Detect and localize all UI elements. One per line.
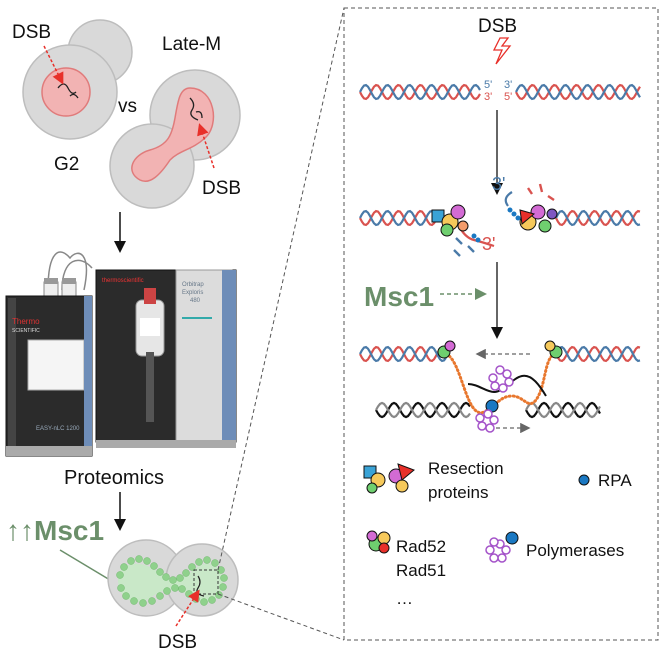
legend-rpa-icon — [578, 474, 590, 486]
legend-resection-line2: proteins — [428, 483, 488, 502]
msc1-dots — [116, 555, 228, 607]
polymerase-complex-top — [488, 365, 514, 393]
legend-rad52: Rad52 — [396, 537, 446, 556]
up-msc1-label: ↑↑Msc1 — [6, 515, 104, 546]
g2-cell — [22, 19, 133, 140]
late-m-chromatin — [189, 97, 203, 121]
legend-resection-icon — [363, 463, 415, 494]
lc-instrument — [5, 251, 93, 457]
zoom-box — [193, 569, 219, 595]
g2-nucleus — [41, 67, 91, 117]
end-label-right-bottom: 5' — [504, 91, 512, 103]
legend-ellipsis: … — [396, 589, 413, 608]
ms-brand: thermoscientific — [102, 278, 144, 284]
late-m-dsb-arrow — [197, 123, 215, 169]
legend-rad51: Rad51 — [396, 561, 446, 580]
ms-model-line3: 480 — [190, 298, 201, 304]
resection-complex-right — [519, 204, 558, 233]
lc-model: EASY-nLC 1200 — [36, 426, 80, 432]
rad51-complex-right — [544, 340, 563, 359]
polymerase-complex-bottom — [475, 399, 499, 433]
proteomics-label: Proteomics — [64, 467, 164, 489]
dna-invasion — [359, 345, 641, 419]
vs-label: vs — [118, 96, 137, 117]
lc-brand-sub: SCIENTIFIC — [12, 328, 40, 334]
end-label-left-bottom: 3' — [484, 91, 492, 103]
end-label-right-top: 3' — [504, 79, 512, 91]
g2-label: G2 — [54, 154, 79, 175]
top-dsb-label: DSB — [478, 16, 517, 37]
end-label-left-top: 5' — [484, 79, 492, 91]
legend-rpa: RPA — [598, 471, 632, 490]
legend-rad-icon — [366, 530, 391, 554]
resection-complex-left — [431, 204, 469, 237]
lc-brand: Thermo — [12, 317, 40, 326]
rad51-complex-left — [437, 340, 456, 359]
legend-polymerases: Polymerases — [526, 541, 624, 560]
legend-polymerase-icon — [485, 531, 519, 563]
g2-chromatin — [57, 83, 79, 99]
g2-dsb-arrow — [43, 45, 64, 85]
overhang-label-bottom: 3' — [482, 234, 495, 254]
ms-model-line2: Exploris — [182, 290, 203, 296]
msc1-label: Msc1 — [364, 281, 434, 312]
dna-intact — [359, 83, 641, 101]
zoom-line-bottom — [217, 593, 345, 641]
zoom-line-top — [217, 7, 345, 571]
bottom-dsb-arrow — [175, 589, 200, 627]
late-m-label: Late-M — [162, 34, 221, 55]
late-m-cell — [109, 69, 241, 209]
legend-resection-line1: Resection — [428, 459, 504, 478]
rpa-fragments — [453, 183, 555, 257]
zoom-panel — [343, 7, 659, 641]
late-m-dsb-label: DSB — [202, 178, 241, 199]
bottom-dsb-label: DSB — [158, 632, 197, 653]
g2-dsb-label: DSB — [12, 22, 51, 43]
lightning-icon — [492, 37, 512, 65]
ms-model-line1: Orbitrap — [182, 282, 204, 288]
ms-instrument — [95, 269, 237, 448]
dna-resection — [359, 191, 641, 248]
overhang-label-top: 3' — [492, 174, 505, 194]
